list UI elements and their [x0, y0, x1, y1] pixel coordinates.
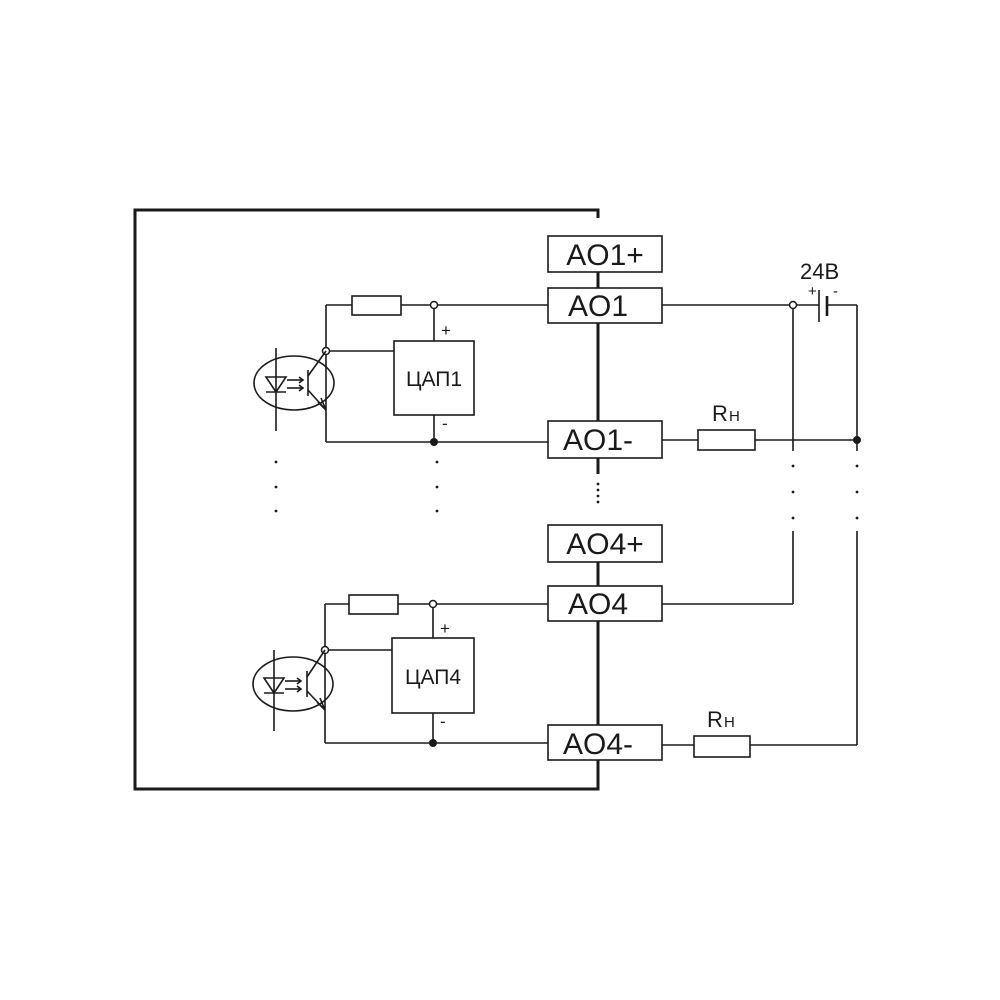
dac-1-label: ЦАП1 [406, 368, 462, 391]
terminal-ao4: AO4 [547, 585, 663, 622]
dac-4-plus: + [440, 619, 450, 638]
load-resistor-1-sub: Н [729, 408, 740, 425]
load-resistor-1 [697, 429, 756, 451]
housing-ellipsis [596, 482, 600, 504]
terminal-ao4-minus-label: AO4- [563, 728, 633, 761]
feedback-resistor-1 [351, 295, 402, 316]
external-wiring: 24В + - R Н R Н [662, 259, 861, 758]
channel-ellipsis [274, 460, 439, 513]
external-ellipsis [791, 464, 859, 520]
dac-4-block [391, 637, 475, 714]
terminal-ao1-minus: AO1- [547, 420, 663, 459]
optocoupler-4 [252, 649, 334, 731]
dac-1-block [393, 340, 475, 416]
load-resistor-4-label: R [707, 707, 723, 732]
terminal-ao1-minus-label: AO1- [563, 424, 633, 457]
terminal-ao4-plus: AO4+ [547, 524, 663, 563]
terminal-ao4-minus: AO4- [547, 724, 663, 761]
feedback-resistor-4 [348, 594, 399, 615]
dac-1-plus: + [441, 321, 451, 340]
optocoupler-1 [253, 348, 335, 431]
terminal-ao1-plus: AO1+ [547, 235, 663, 273]
terminal-ao4-label: AO4 [568, 588, 628, 621]
terminal-ao4-plus-label: AO4+ [566, 528, 644, 561]
terminal-ao1: AO1 [547, 287, 663, 324]
load-resistor-4 [693, 735, 751, 758]
channel-1-circuit: ЦАП1 + - [253, 295, 548, 513]
terminal-ao1-plus-label: AO1+ [566, 239, 644, 272]
channel-4-circuit: ЦАП4 + - [252, 594, 548, 747]
battery-plus: + [808, 283, 817, 300]
dac-1-minus: - [442, 414, 448, 433]
dac-4-minus: - [440, 712, 446, 731]
terminal-ao1-label: AO1 [568, 290, 628, 323]
battery-24v [818, 290, 857, 322]
load-resistor-1-label: R [712, 401, 728, 426]
battery-minus: - [833, 283, 838, 300]
dac-4-label: ЦАП4 [405, 666, 461, 689]
module-housing [133, 208, 600, 791]
battery-voltage-label: 24В [800, 259, 839, 284]
load-resistor-4-sub: Н [724, 714, 735, 731]
